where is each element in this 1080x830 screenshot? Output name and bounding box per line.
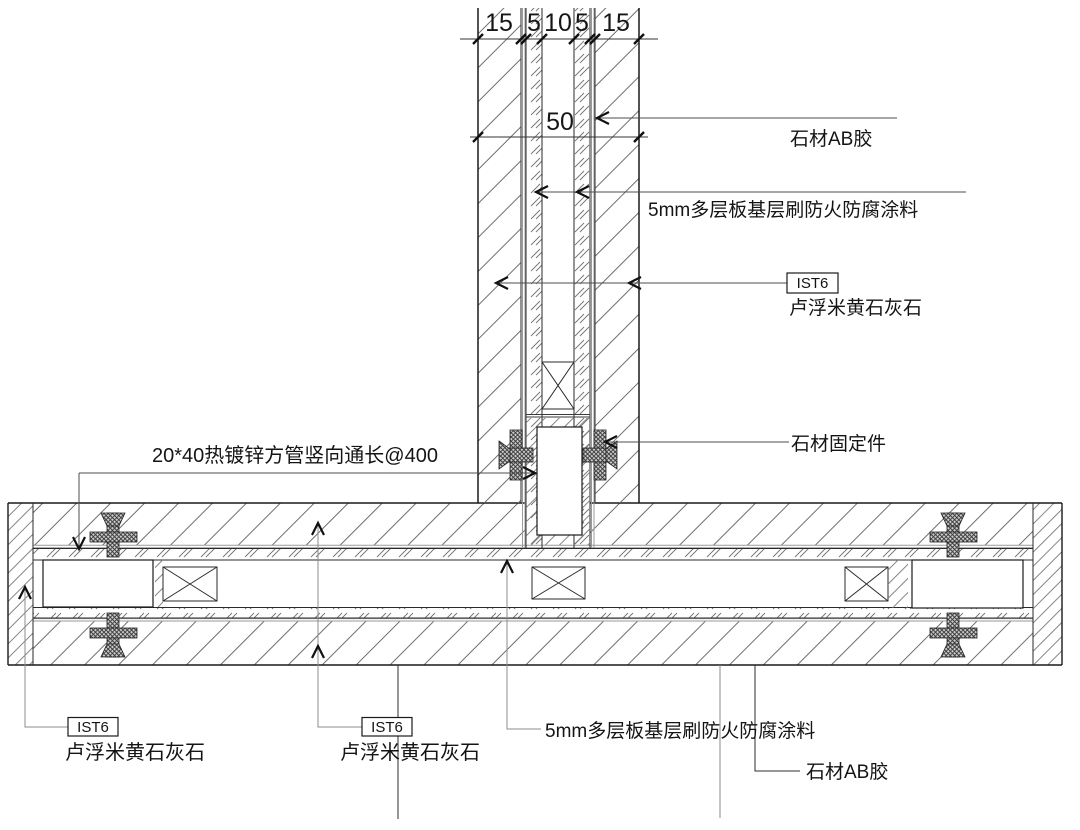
leader-stone-bottom-mid xyxy=(317,524,362,728)
dim-value-2: 5 xyxy=(527,9,541,37)
stone-panel-vertical-left xyxy=(478,8,521,503)
overall-ticks xyxy=(472,131,645,143)
annotations: 石材AB胶 5mm多层板基层刷防火防腐涂料 IST6 卢浮米黄石灰石 石材固定件… xyxy=(65,128,922,783)
label-fixing: 石材固定件 xyxy=(791,433,886,455)
plywood-vertical-right xyxy=(574,8,590,548)
tube-seat-lines xyxy=(526,414,590,418)
anchor-bolt-right-bottom xyxy=(929,612,978,658)
label-stone-code-bottom-mid: IST6 xyxy=(371,719,403,736)
wall-cut-strip-right xyxy=(1033,503,1062,665)
stone-inner-edges-vertical xyxy=(520,8,596,503)
stone-fixing-bolt-right xyxy=(582,429,618,481)
tube-section-x-vertical xyxy=(541,361,575,410)
stone-outer-edges-vertical xyxy=(477,8,640,503)
label-stone-name-bottom-mid: 卢浮米黄石灰石 xyxy=(340,741,480,764)
stone-panel-bottom-band xyxy=(33,621,1033,665)
arrow-ab-glue-top xyxy=(594,111,610,125)
tube-section-x-right xyxy=(844,566,889,602)
plywood-vertical-left xyxy=(526,8,542,548)
dim-value-overall: 50 xyxy=(546,108,574,136)
anchor-bolt-right-top xyxy=(929,512,978,558)
dim-value-3: 10 xyxy=(544,9,572,37)
plywood-edges-vertical xyxy=(525,8,591,548)
vertical-wall-section xyxy=(477,8,640,548)
label-tube: 20*40热镀锌方管竖向通长@400 xyxy=(152,444,438,467)
plywood-band-edges xyxy=(33,548,1033,619)
hatch-sliver-left xyxy=(155,560,163,607)
dim-value-4: 5 xyxy=(575,9,589,37)
arrow-stone-bottom-left xyxy=(18,584,32,600)
dim-value-5: 15 xyxy=(602,9,630,37)
label-stone-code-bottom-left: IST6 xyxy=(77,719,109,736)
steel-tube-vertical xyxy=(536,426,583,536)
anchor-bolt-left-bottom xyxy=(89,612,138,658)
overall-dimension: 50 xyxy=(470,108,648,143)
wall-cut-strip-left xyxy=(8,503,33,665)
stone-code-box-bottom-left xyxy=(67,716,119,737)
steel-tube-right xyxy=(911,559,1024,609)
anchor-bolt-left-top xyxy=(89,512,138,558)
arrows-stone-bottom-mid xyxy=(311,520,325,659)
tube-section-x-center xyxy=(531,566,586,600)
label-plywood-bottom: 5mm多层板基层刷防火防腐涂料 xyxy=(545,720,815,742)
wall-outer-ends xyxy=(7,503,1063,665)
dimension-ticks xyxy=(472,33,645,45)
arrows-stone-top xyxy=(493,276,642,290)
tube-section-x-left xyxy=(162,566,218,602)
ab-glue-lines-vertical xyxy=(522,8,595,548)
leader-stone-bottom-left xyxy=(24,588,68,728)
label-stone-name-bottom-left: 卢浮米黄石灰石 xyxy=(65,741,205,764)
label-ab-glue-bottom: 石材AB胶 xyxy=(806,761,888,783)
stone-fixing-bolt-left xyxy=(498,429,534,481)
leader-ab-glue-bottom xyxy=(754,665,800,772)
arrow-fixing xyxy=(602,435,618,449)
wall-cut-lines xyxy=(32,503,1034,665)
label-plywood-top: 5mm多层板基层刷防火防腐涂料 xyxy=(648,199,918,221)
stone-code-box-top xyxy=(786,272,839,294)
dimension-chain: 15 5 10 5 15 xyxy=(460,9,658,45)
label-stone-name-top: 卢浮米黄石灰石 xyxy=(789,297,922,319)
label-stone-code-top: IST6 xyxy=(797,275,829,292)
hatch-sliver-right xyxy=(888,560,908,608)
arrows-plywood-top xyxy=(533,185,590,199)
label-ab-glue-top: 石材AB胶 xyxy=(790,128,872,150)
anchor-bolts xyxy=(89,429,978,658)
leader-lines xyxy=(18,111,966,819)
stone-code-box-bottom-mid xyxy=(361,716,413,737)
horizontal-wall-section xyxy=(7,502,1063,666)
plywood-band-top xyxy=(33,548,1033,560)
plywood-band-bottom xyxy=(33,607,1033,618)
leader-plywood-bottom xyxy=(506,562,541,730)
arrows-tube xyxy=(72,466,538,552)
steel-tube-left xyxy=(42,559,154,608)
stone-panel-vertical-right xyxy=(595,8,639,503)
arrow-plywood-bottom xyxy=(500,558,514,574)
dim-value-1: 15 xyxy=(485,9,513,37)
leader-tube xyxy=(78,472,533,547)
